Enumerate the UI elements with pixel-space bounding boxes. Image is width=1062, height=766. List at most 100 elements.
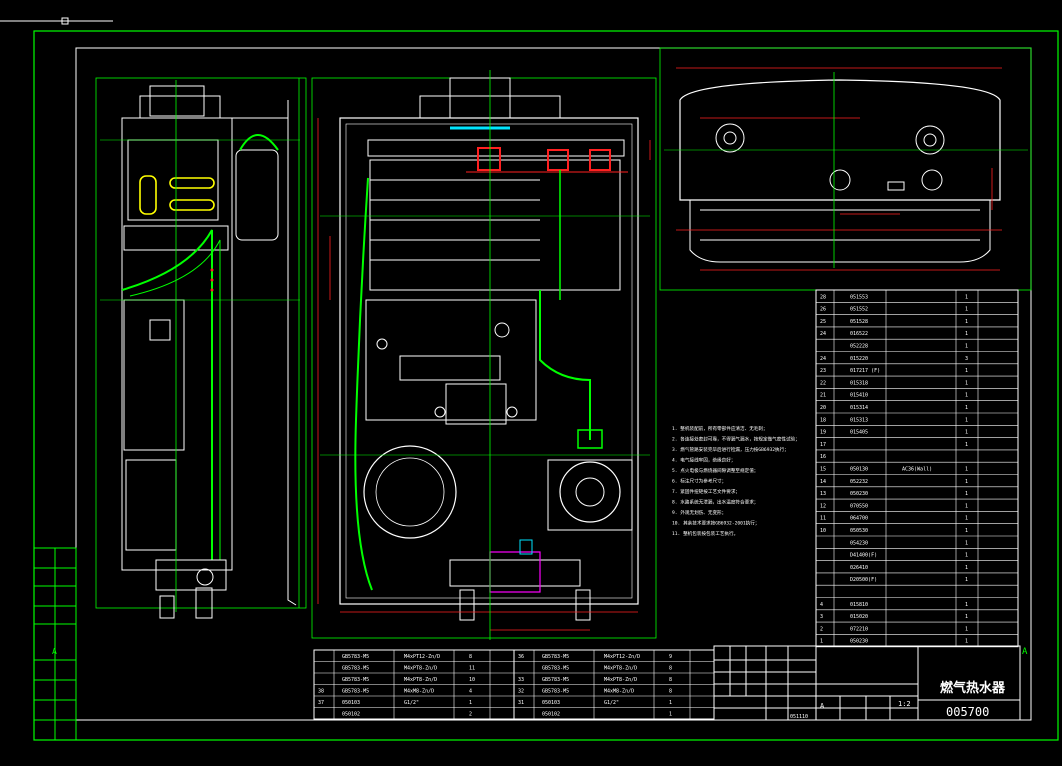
parts-row-no: 3 <box>820 614 823 620</box>
note-line: 6. 标注尺寸为参考尺寸； <box>672 478 726 485</box>
bom-left-row-desc: M4xM8-Zn/D <box>404 689 434 695</box>
bom-left-row-desc: G1/2" <box>404 700 419 706</box>
parts-row-code: 026410 <box>850 565 868 571</box>
parts-row-no: 23 <box>820 368 826 374</box>
parts-row-qty: 1 <box>965 467 968 473</box>
note-line: 8. 水路系统无泄漏，出水温度符合要求； <box>672 499 758 506</box>
bom-right-row-code: GB5783-M5 <box>542 654 569 660</box>
bom-left-row-desc: M4xPT8-Zn/D <box>404 677 437 683</box>
parts-row-qty: 1 <box>965 528 968 534</box>
parts-row-qty: 1 <box>965 639 968 645</box>
parts-row-qty: 1 <box>965 405 968 411</box>
parts-row-code: 070550 <box>850 503 868 509</box>
parts-row-qty: 1 <box>965 540 968 546</box>
bom-right-row-desc: G1/2" <box>604 700 619 706</box>
parts-row-code: 051553 <box>850 294 868 300</box>
parts-row-code: 016522 <box>850 331 868 337</box>
title-block: 燃气热水器 005700 1:2 A 051110 <box>713 645 1021 721</box>
parts-row-no: 10 <box>820 528 826 534</box>
bom-right-row-qty: 9 <box>669 654 672 660</box>
note-line: 9. 外观无划伤、无变形； <box>672 509 726 516</box>
top-left-marker <box>0 17 113 25</box>
note-line: 5. 点火电极与燃烧器间隙调整至规定值； <box>672 467 758 474</box>
parts-row-no: 16 <box>820 454 826 460</box>
bom-right-row-code: GB5783-M5 <box>542 677 569 683</box>
bom-left-row-code: 050102 <box>342 712 360 718</box>
parts-row-code: 050230 <box>850 491 868 497</box>
parts-row-qty: 1 <box>965 577 968 583</box>
bom-right-row-qty: 8 <box>669 666 672 672</box>
bom-left-row-code: GB5783-M5 <box>342 689 369 695</box>
bom-left-row-qty: 8 <box>469 654 472 660</box>
parts-row-no: 4 <box>820 602 823 608</box>
bom-left-row-code: GB5783-M5 <box>342 654 369 660</box>
left-revision-strip: A <box>33 547 77 741</box>
parts-row-no: 1 <box>820 639 823 645</box>
bom-left-row-no: 38 <box>318 689 324 695</box>
bom-right-row-qty: 8 <box>669 689 672 695</box>
parts-row-no: 17 <box>820 442 826 448</box>
parts-row-code: 015020 <box>850 614 868 620</box>
note-line: 3. 燃气管路安装完毕后进行检漏，压力按GB6932执行； <box>672 446 789 453</box>
bom-left-row-qty: 10 <box>469 677 475 683</box>
bom-right-row-no: 32 <box>518 689 524 695</box>
parts-row-qty: 1 <box>965 368 968 374</box>
parts-row-qty: 1 <box>965 491 968 497</box>
parts-row-code: 015220 <box>850 356 868 362</box>
parts-row-qty: 1 <box>965 479 968 485</box>
bom-left-row-desc: M4xPT8-Zn/D <box>404 666 437 672</box>
parts-row-code: 015314 <box>850 405 868 411</box>
parts-row-qty: 1 <box>965 393 968 399</box>
parts-row-code: 072210 <box>850 626 868 632</box>
parts-row-qty: 1 <box>965 516 968 522</box>
bom-right-row-desc: M4xPT12-Zn/D <box>604 654 640 660</box>
outer-frame <box>33 30 1059 741</box>
bom-left-row-qty: 1 <box>469 700 472 706</box>
parts-row-code: D41400(F) <box>850 553 877 559</box>
bom-left-row-qty: 2 <box>469 712 472 718</box>
parts-row-code: 050230 <box>850 639 868 645</box>
parts-row-code: 015405 <box>850 430 868 436</box>
bom-left-row-no: 37 <box>318 700 324 706</box>
top-view <box>659 47 1032 291</box>
drawing-number: 005700 <box>946 705 989 719</box>
parts-row-code: D20500(F) <box>850 577 877 583</box>
side-view <box>95 77 307 619</box>
parts-row-qty: 1 <box>965 442 968 448</box>
parts-row-no: 20 <box>820 405 826 411</box>
parts-row-no: 19 <box>820 430 826 436</box>
parts-row-code: 064700 <box>850 516 868 522</box>
parts-row-qty: 1 <box>965 294 968 300</box>
parts-row-no: 2 <box>820 626 823 632</box>
bom-right-row-no: 31 <box>518 700 524 706</box>
note-line: 7. 紧固件扭矩按工艺文件要求； <box>672 488 740 495</box>
bom-right-row-no: 33 <box>518 677 524 683</box>
bom-left-row-code: GB5783-M5 <box>342 666 369 672</box>
parts-row-code: 015810 <box>850 602 868 608</box>
bom-right-row-code: GB5783-M5 <box>542 689 569 695</box>
parts-row-code: 017217 (F) <box>850 368 880 374</box>
inner-frame <box>75 47 1032 721</box>
parts-row-no: 28 <box>820 294 826 300</box>
parts-row-no: 12 <box>820 503 826 509</box>
parts-row-qty: 1 <box>965 430 968 436</box>
parts-row-qty: 1 <box>965 626 968 632</box>
note-line: 1. 整机装配前，所有零部件应清洁、无毛刺； <box>672 425 768 432</box>
parts-row-no: 15 <box>820 467 826 473</box>
bom-left-row-qty: 11 <box>469 666 475 672</box>
parts-row-name: AC36(Wall) <box>902 467 932 473</box>
parts-row-no: 13 <box>820 491 826 497</box>
front-view <box>311 70 657 640</box>
bom-left-row-code: 050103 <box>342 700 360 706</box>
svg-text:A: A <box>52 647 57 656</box>
bom-right-row-code: 050103 <box>542 700 560 706</box>
parts-row-no: 21 <box>820 393 826 399</box>
parts-row-qty: 1 <box>965 307 968 313</box>
parts-row-qty: 1 <box>965 380 968 386</box>
parts-row-qty: 1 <box>965 565 968 571</box>
bom-right-row-desc: M4xPT8-Zn/D <box>604 677 637 683</box>
parts-row-code: 054230 <box>850 540 868 546</box>
